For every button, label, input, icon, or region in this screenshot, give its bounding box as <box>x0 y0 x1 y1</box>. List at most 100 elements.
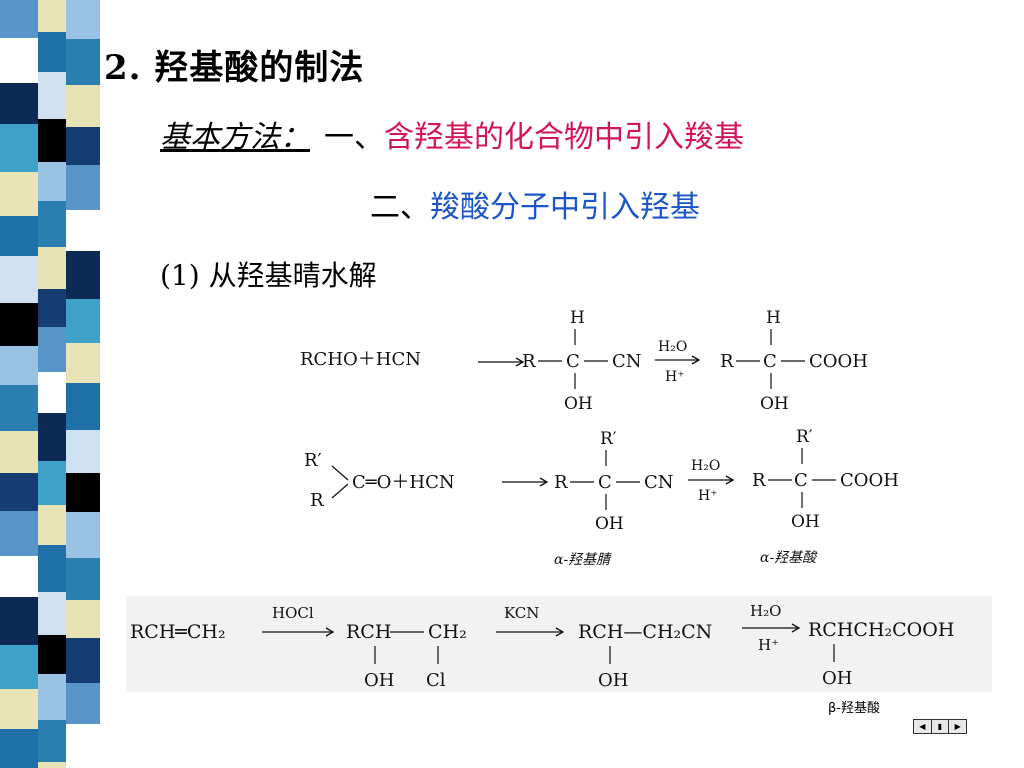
stripe-block <box>0 38 38 83</box>
r1-cond-bottom: H⁺ <box>665 369 685 385</box>
stripe-block <box>66 724 100 768</box>
reaction-2-scheme: R′ R C═O＋HCN R′ R C CN OH H₂O H⁺ R′ R C … <box>304 427 899 568</box>
r1-oh-2: OH <box>760 394 789 414</box>
stripe-block <box>38 762 66 768</box>
r1-r-left-2: R <box>720 351 734 372</box>
r1-h-top: H <box>570 308 585 328</box>
stripe-block <box>0 645 38 689</box>
stripe-block <box>38 72 66 119</box>
r2-c-center: C <box>598 472 612 493</box>
stripe-block <box>66 430 100 473</box>
stripe-block <box>66 473 100 512</box>
r2-r-left: R <box>554 472 568 493</box>
stripe-block <box>66 299 100 343</box>
slide-navigation: ◀ ▮ ▶ <box>913 719 967 734</box>
stripe-block <box>66 39 100 85</box>
stripe-block <box>66 85 100 127</box>
r2-carbonyl: C═O＋HCN <box>352 472 455 493</box>
stripe-block <box>66 251 100 299</box>
r2-r-left-2: R <box>752 470 766 491</box>
stripe-block <box>66 600 100 638</box>
stripe-block <box>66 0 100 39</box>
r1-oh: OH <box>564 394 593 414</box>
method-line-2: 二、羧酸分子中引入羟基 <box>370 182 700 226</box>
stripe-block <box>0 0 38 38</box>
decorative-stripe <box>0 0 100 768</box>
method-2-text: 羧酸分子中引入羟基 <box>430 190 700 225</box>
stripe-block <box>0 689 38 729</box>
stripe-block <box>66 210 100 251</box>
r3-mid2: RCH—CH₂CN <box>578 621 712 643</box>
stripe-block <box>66 343 100 383</box>
reaction-3-scheme: RCH═CH₂ HOCl RCH CH₂ OH Cl KCN RCH—CH₂CN… <box>126 596 992 692</box>
nav-next-icon[interactable]: ▶ <box>954 722 961 731</box>
stripe-block <box>0 556 38 597</box>
r3-reagent-1: HOCl <box>272 604 314 622</box>
stripe-block <box>38 505 66 545</box>
r3-mid1-a: RCH <box>346 621 391 643</box>
stripe-block <box>0 729 38 768</box>
nav-prev-icon[interactable]: ◀ <box>914 720 932 733</box>
stripe-block <box>38 327 66 372</box>
stripe-block <box>38 201 66 247</box>
r1-cooh: COOH <box>809 351 868 372</box>
r1-reactants: RCHO＋HCN <box>300 349 421 370</box>
r2-r-prime: R′ <box>304 450 322 471</box>
stripe-block <box>38 592 66 635</box>
stripe-block <box>38 413 66 461</box>
stripe-block <box>38 372 66 413</box>
stripe-block <box>0 511 38 556</box>
page-title: 2. 羟基酸的制法 <box>104 48 365 88</box>
stripe-block <box>0 172 38 216</box>
r1-c-center-2: C <box>763 351 777 372</box>
r2-label-nitrile: α-羟基腈 <box>554 552 612 568</box>
method-1-prefix: 一、 <box>324 120 384 155</box>
r3-cl: Cl <box>426 670 446 691</box>
r2-oh-2: OH <box>791 512 820 532</box>
method-2-prefix: 二、 <box>370 190 430 225</box>
stripe-block <box>38 461 66 505</box>
r3-mid1-b: CH₂ <box>428 621 467 643</box>
stripe-block <box>38 0 66 32</box>
r2-c-center-2: C <box>794 470 808 491</box>
r3-oh-2: OH <box>598 670 628 691</box>
r3-start: RCH═CH₂ <box>130 621 226 643</box>
r1-h-top-2: H <box>766 308 781 328</box>
r1-c-center: C <box>566 351 580 372</box>
stripe-block <box>38 119 66 162</box>
stripe-block <box>66 683 100 724</box>
r2-label-acid: α-羟基酸 <box>760 550 818 566</box>
r2-cooh: COOH <box>840 470 899 491</box>
stripe-block <box>66 638 100 683</box>
nav-home-icon[interactable]: ▮ <box>932 720 950 733</box>
stripe-block <box>0 431 38 473</box>
r2-rp-top-2: R′ <box>796 427 813 447</box>
stripe-block <box>38 247 66 289</box>
method-1-text: 含羟基的化合物中引入羧基 <box>384 120 744 155</box>
r2-rp-top: R′ <box>600 429 617 449</box>
r1-r-left: R <box>522 351 536 372</box>
r3-oh: OH <box>364 670 394 691</box>
stripe-block <box>0 256 38 303</box>
stripe-block <box>38 162 66 201</box>
stripe-block <box>66 383 100 430</box>
stripe-block <box>66 512 100 558</box>
stripe-block <box>66 127 100 165</box>
stripe-block <box>0 597 38 645</box>
method-line-1: 基本方法：一、含羟基的化合物中引入羧基 <box>160 112 744 156</box>
stripe-block <box>38 674 66 720</box>
r3-product: RCHCH₂COOH <box>808 619 954 641</box>
r2-r: R <box>310 490 324 511</box>
section-1-heading: (1) 从羟基晴水解 <box>160 259 377 292</box>
stripe-block <box>0 346 38 385</box>
stripe-block <box>0 303 38 346</box>
r1-cn: CN <box>612 351 642 372</box>
stripe-block <box>0 473 38 511</box>
r2-cond-bottom: H⁺ <box>698 488 718 504</box>
stripe-block <box>66 165 100 210</box>
r1-cond-top: H₂O <box>658 339 687 355</box>
stripe-block <box>0 216 38 256</box>
beta-hydroxy-acid-label: β-羟基酸 <box>828 701 880 716</box>
stripe-block <box>38 545 66 592</box>
r3-cond-bottom: H⁺ <box>758 636 779 654</box>
